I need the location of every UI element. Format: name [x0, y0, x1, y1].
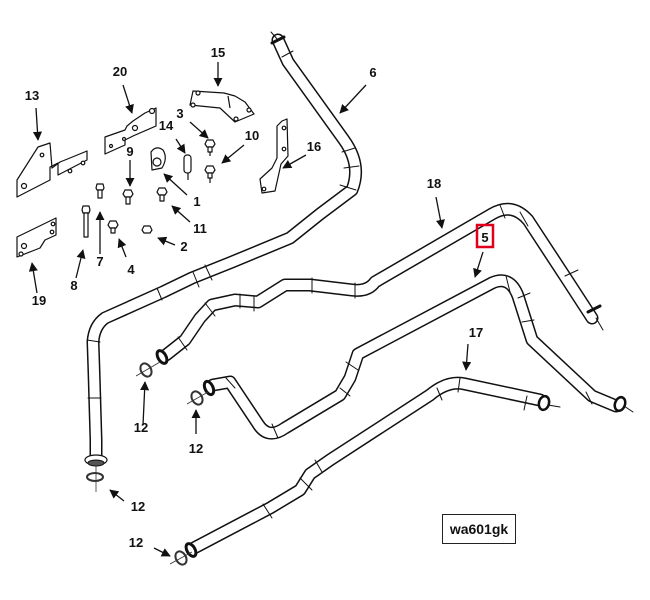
callout-12[interactable]: 12	[129, 535, 143, 550]
bracket-20[interactable]	[104, 107, 157, 155]
callout-1[interactable]: 1	[193, 194, 200, 209]
bracket-13[interactable]	[16, 142, 88, 198]
callout-5-highlight	[475, 223, 495, 249]
callout-20[interactable]: 20	[113, 64, 127, 79]
spacer-14[interactable]	[183, 154, 192, 180]
callout-10[interactable]: 10	[245, 128, 259, 143]
tube-18[interactable]	[155, 202, 604, 365]
callout-4[interactable]: 4	[127, 262, 135, 277]
callout-12[interactable]: 12	[131, 499, 145, 514]
callout-19[interactable]: 19	[32, 293, 46, 308]
callout-11[interactable]: 11	[193, 221, 207, 236]
bolt-3[interactable]	[204, 139, 216, 156]
callout-12[interactable]: 12	[189, 441, 203, 456]
bracket-16[interactable]	[259, 118, 289, 194]
o-ring-12[interactable]	[86, 472, 104, 482]
callout-17[interactable]: 17	[469, 325, 483, 340]
tube-5[interactable]	[202, 274, 634, 440]
callout-18[interactable]: 18	[427, 176, 441, 191]
nut-2[interactable]	[141, 225, 153, 234]
bolt-4[interactable]	[107, 220, 119, 234]
clamp-1[interactable]	[150, 147, 166, 171]
callout-6[interactable]: 6	[369, 65, 376, 80]
bracket-19[interactable]	[16, 217, 57, 258]
callout-8[interactable]: 8	[70, 278, 77, 293]
callout-2[interactable]: 2	[180, 239, 187, 254]
callout-5[interactable]: 5	[481, 230, 488, 245]
callout-16[interactable]: 16	[307, 139, 321, 154]
callout-3[interactable]: 3	[176, 106, 183, 121]
bracket-15[interactable]	[189, 90, 255, 123]
bolt-11[interactable]	[156, 187, 168, 202]
callout-12[interactable]: 12	[134, 420, 148, 435]
callout-7[interactable]: 7	[96, 254, 103, 269]
callout-13[interactable]: 13	[25, 88, 39, 103]
figure-code-label: wa601gk	[442, 514, 516, 544]
callout-9[interactable]: 9	[126, 144, 133, 159]
bolt-8[interactable]	[81, 205, 91, 238]
tube-17[interactable]	[184, 376, 561, 558]
callout-15[interactable]: 15	[211, 45, 225, 60]
bolt-10[interactable]	[204, 165, 216, 183]
tube-6[interactable]	[84, 31, 363, 467]
bolt-9[interactable]	[122, 189, 134, 205]
bolt-7[interactable]	[95, 183, 105, 199]
callout-14[interactable]: 14	[159, 118, 174, 133]
